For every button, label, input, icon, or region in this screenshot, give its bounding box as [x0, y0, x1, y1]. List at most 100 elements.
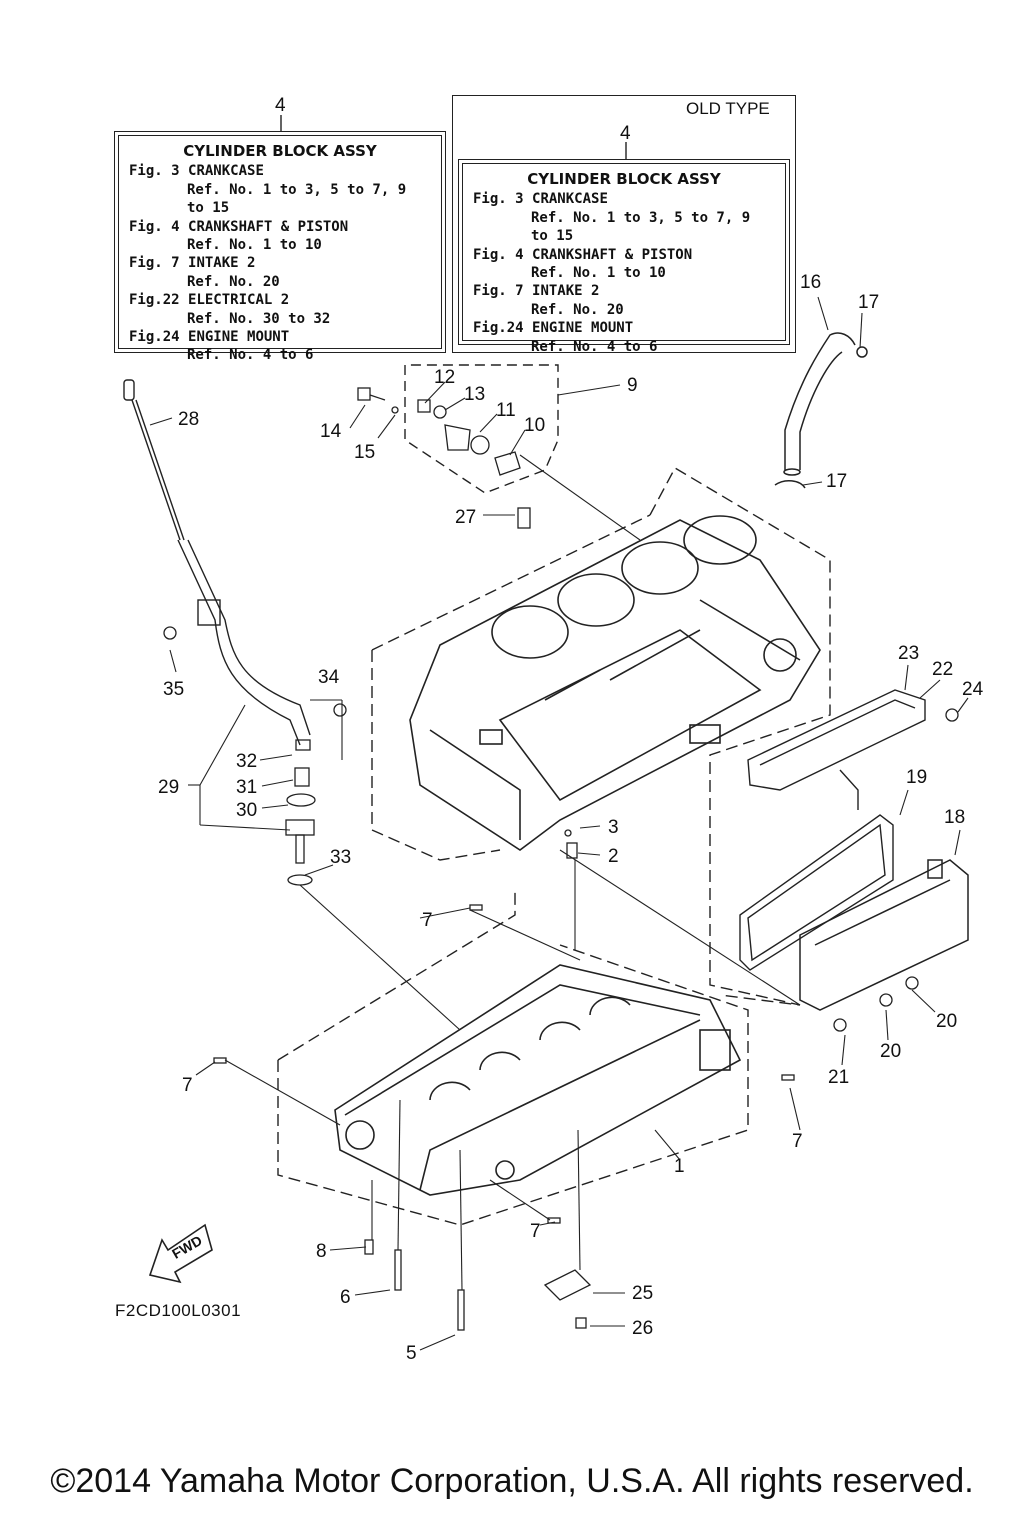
part-label-7: 7: [792, 1131, 803, 1152]
callout-4-current: 4: [275, 95, 286, 116]
callout-4-old: 4: [620, 123, 631, 144]
legend-entry: Fig.24 ENGINE MOUNT: [473, 319, 775, 337]
legend-entry: Fig. 3 CRANKCASE: [129, 162, 431, 180]
fig-number: Fig. 3: [473, 191, 524, 208]
legend-box-old-wrapper: [452, 95, 796, 353]
part-label-12: 12: [434, 367, 456, 388]
fig-number: Fig.24: [129, 329, 180, 346]
part-label-17: 17: [858, 292, 880, 313]
side-cover: [799, 859, 969, 1011]
legend-box-old-inner: CYLINDER BLOCK ASSY Fig. 3 CRANKCASE Ref…: [462, 163, 786, 355]
leader-lines: [149, 296, 969, 1351]
part-label-9: 9: [627, 375, 638, 396]
legend-entry: Fig. 3 CRANKCASE: [473, 190, 775, 208]
part-label-3: 3: [608, 817, 619, 838]
part-label-7: 7: [182, 1075, 193, 1096]
legend-ref: Ref. No. 1 to 3, 5 to 7, 9 to 15: [531, 209, 751, 245]
fig-name: ELECTRICAL 2: [188, 292, 290, 309]
fittings: [163, 507, 959, 1331]
part-label-20: 20: [936, 1011, 958, 1032]
intake-plate: [747, 689, 926, 810]
legend-ref: Ref. No. 20: [531, 301, 624, 318]
valve-group-outline: [404, 364, 559, 494]
legend-entry: Fig. 7 INTAKE 2: [129, 254, 431, 272]
legend-ref: Ref. No. 1 to 10: [531, 265, 666, 282]
part-label-25: 25: [632, 1283, 654, 1304]
part-label-13: 13: [464, 384, 486, 405]
fig-number: Fig. 4: [473, 246, 524, 263]
part-label-33: 33: [330, 847, 352, 868]
legend-ref: Ref. No. 20: [187, 273, 280, 290]
part-label-6: 6: [340, 1287, 351, 1308]
fig-name: ENGINE MOUNT: [532, 320, 634, 337]
part-label-27: 27: [455, 507, 477, 528]
part-label-29: 29: [158, 777, 180, 798]
legend-box-old: CYLINDER BLOCK ASSY Fig. 3 CRANKCASE Ref…: [458, 159, 790, 355]
part-label-22: 22: [932, 659, 954, 680]
legend-ref: Ref. No. 1 to 3, 5 to 7, 9 to 15: [187, 181, 407, 217]
part-label-1: 1: [674, 1156, 685, 1177]
part-label-7: 7: [422, 910, 433, 931]
fig-number: Fig. 7: [129, 255, 180, 272]
legend-entry: Fig. 4 CRANKSHAFT & PISTON: [473, 246, 775, 264]
gasket: [739, 814, 894, 971]
part-label-21: 21: [828, 1067, 850, 1088]
figure-code: F2CD100L0301: [115, 1301, 242, 1320]
crankcase: [334, 964, 742, 1196]
part-label-16: 16: [800, 272, 822, 293]
part-label-11: 11: [496, 400, 516, 421]
part-label-17: 17: [826, 471, 848, 492]
part-label-32: 32: [236, 751, 258, 772]
part-label-18: 18: [944, 807, 966, 828]
legend-ref: Ref. No. 4 to 6: [531, 338, 658, 355]
fig-number: Fig. 4: [129, 218, 180, 235]
part-label-14: 14: [320, 421, 342, 442]
fig-number: Fig. 3: [129, 163, 180, 180]
legend-ref: Ref. No. 1 to 10: [187, 237, 322, 254]
part-label-7: 7: [530, 1221, 541, 1242]
fwd-arrow-icon: [148, 1223, 213, 1284]
part-label-31: 31: [236, 777, 258, 798]
fig-name: INTAKE 2: [188, 255, 256, 272]
valve-group: [357, 387, 521, 476]
part-label-35: 35: [163, 679, 185, 700]
legend-box-current: CYLINDER BLOCK ASSY Fig. 3 CRANKCASE Ref…: [114, 131, 446, 363]
old-type-header: OLD TYPE: [686, 99, 770, 118]
cylinder-block: [409, 515, 821, 851]
fig-name: CRANKCASE: [188, 163, 264, 180]
legend-title: CYLINDER BLOCK ASSY: [183, 142, 377, 160]
part-label-34: 34: [318, 667, 340, 688]
hose: [774, 332, 868, 489]
dipstick: [123, 379, 311, 746]
legend-title: CYLINDER BLOCK ASSY: [527, 170, 721, 188]
part-label-28: 28: [178, 409, 200, 430]
fig-number: Fig. 7: [473, 283, 524, 300]
legend-entry: Fig.22 ELECTRICAL 2: [129, 291, 431, 309]
part-label-8: 8: [316, 1241, 327, 1262]
part-label-5: 5: [406, 1343, 417, 1364]
fig-name: CRANKCASE: [532, 191, 608, 208]
part-label-15: 15: [354, 442, 376, 463]
fig-name: INTAKE 2: [532, 283, 600, 300]
part-label-24: 24: [962, 679, 984, 700]
legend-ref: Ref. No. 4 to 6: [187, 347, 314, 364]
legend-box-current-inner: CYLINDER BLOCK ASSY Fig. 3 CRANKCASE Ref…: [118, 135, 442, 363]
copyright-notice: ©2014 Yamaha Motor Corporation, U.S.A. A…: [50, 1462, 974, 1500]
fig-name: CRANKSHAFT & PISTON: [188, 218, 349, 235]
fig-number: Fig.24: [473, 320, 524, 337]
part-label-10: 10: [524, 415, 546, 436]
part-label-2: 2: [608, 846, 619, 867]
part-label-19: 19: [906, 767, 928, 788]
part-label-30: 30: [236, 800, 258, 821]
part-label-26: 26: [632, 1318, 654, 1339]
cylinder-block-outline: [371, 467, 831, 1006]
legend-entry: Fig. 4 CRANKSHAFT & PISTON: [129, 218, 431, 236]
fig-name: CRANKSHAFT & PISTON: [532, 246, 693, 263]
crankcase-outline: [277, 890, 749, 1226]
part-label-23: 23: [898, 643, 920, 664]
fig-name: ENGINE MOUNT: [188, 329, 290, 346]
legend-ref: Ref. No. 30 to 32: [187, 310, 331, 327]
legend-entry: Fig. 7 INTAKE 2: [473, 282, 775, 300]
part-label-20: 20: [880, 1041, 902, 1062]
